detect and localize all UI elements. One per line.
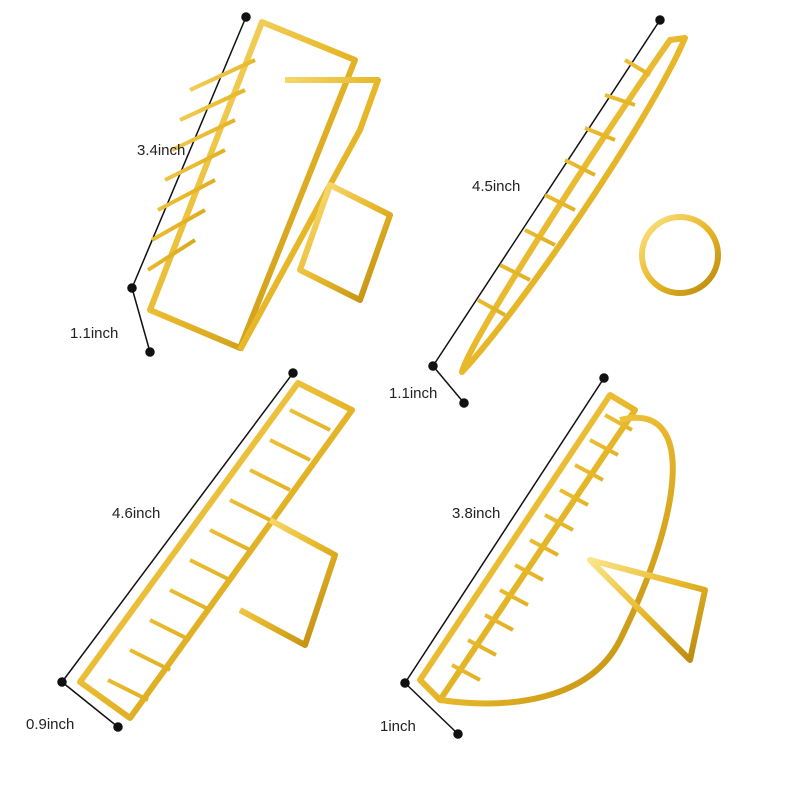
- clip4-width-label: 1inch: [380, 718, 416, 735]
- clip1-length-label: 3.4inch: [137, 142, 186, 159]
- clip3-width-label: 0.9inch: [26, 716, 75, 733]
- clip2-length-label: 4.5inch: [472, 178, 521, 195]
- clip4-length-label: 3.8inch: [452, 505, 501, 522]
- clips: [77, 19, 721, 721]
- clip3-length-label: 4.6inch: [112, 505, 161, 522]
- clip2-width-label: 1.1inch: [389, 385, 438, 402]
- dimension-lines: [57, 12, 665, 739]
- clip1-width-label: 1.1inch: [70, 325, 119, 342]
